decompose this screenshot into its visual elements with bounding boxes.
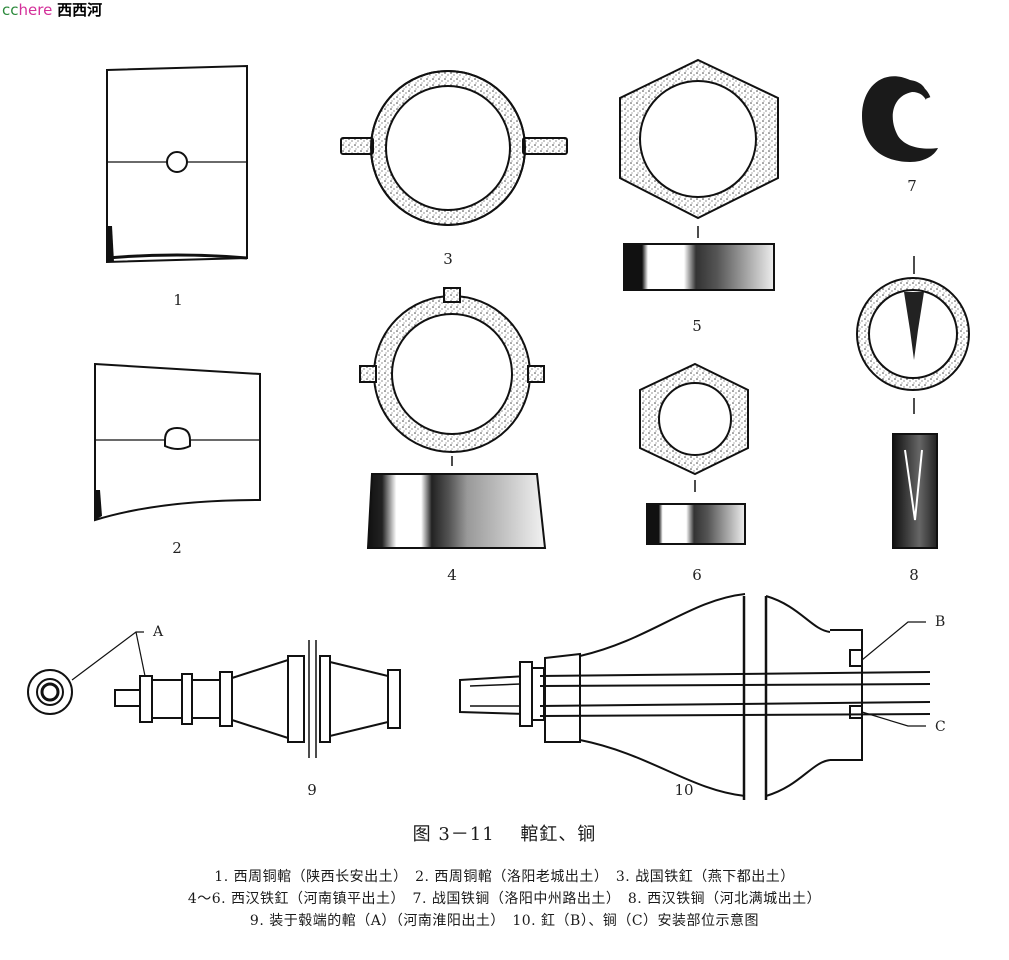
legend-line-1: 1. 西周铜輨（陕西长安出土） 2. 西周铜輨（洛阳老城出土） 3. 战国铁釭（… (214, 869, 795, 885)
item-6-number: 6 (692, 566, 702, 584)
item-7-iron-jian-fragment (862, 76, 938, 162)
callout-a: A (152, 624, 164, 640)
item-4-iron-bushing (359, 287, 547, 549)
item-10-installation-diagram (459, 593, 931, 800)
legend-line-2: 4～6. 西汉铁釭（河南镇平出土） 7. 战国铁锏（洛阳中州路出土） 8. 西汉… (187, 891, 822, 907)
item-9-number: 9 (307, 781, 317, 799)
item-2-number: 2 (172, 539, 182, 557)
item-8-iron-jian (856, 256, 970, 549)
item-6-small-hex-bushing (639, 362, 749, 545)
callout-c: C (935, 719, 946, 735)
item-7-number: 7 (907, 177, 917, 195)
item-5-number: 5 (692, 317, 702, 335)
item-2-bronze-hub-cap (94, 362, 261, 522)
watermark-here: here (18, 1, 53, 19)
item-8-number: 8 (909, 566, 919, 584)
figure-caption-title: 图 3－11 輨釭、锏 (412, 824, 597, 845)
watermark: cchere 西西河 (2, 0, 102, 20)
item-1-number: 1 (173, 291, 183, 309)
item-5-hex-iron-bushing (619, 58, 779, 291)
watermark-site-name: 西西河 (57, 1, 103, 19)
figure-legend: 1. 西周铜輨（陕西长安出土） 2. 西周铜輨（洛阳老城出土） 3. 战国铁釭（… (0, 866, 1009, 932)
item-3-number: 3 (443, 250, 453, 268)
item-9-hub-end-assembly (27, 631, 401, 758)
item-10-number: 10 (674, 781, 693, 799)
watermark-cc: cc (2, 1, 19, 19)
item-3-iron-bushing-ring (340, 70, 568, 226)
legend-line-3: 9. 装于毂端的輨（A）（河南淮阳出土） 10. 釭（B）、锏（C）安装部位示意… (249, 913, 760, 929)
item-4-number: 4 (447, 566, 457, 584)
callout-b: B (935, 614, 945, 630)
item-1-bronze-hub-cap (106, 64, 248, 264)
